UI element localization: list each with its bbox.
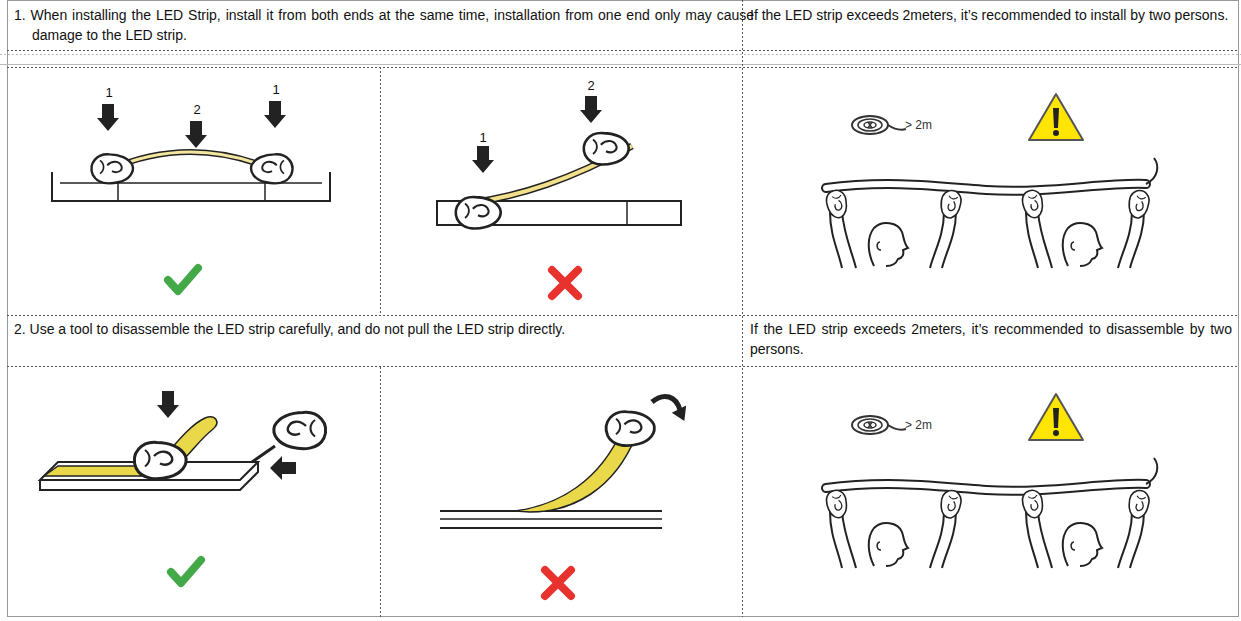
install-correct-illustration	[52, 101, 330, 291]
instruction-note: If the LED strip exceeds 2meters, it’s r…	[750, 319, 1232, 359]
callout-number: 1	[105, 86, 112, 100]
callout-number: 2	[587, 79, 594, 93]
install-wrong-illustration	[437, 96, 681, 296]
length-label: > 2m	[905, 118, 932, 132]
instruction-text: 2. Use a tool to disassemble the LED str…	[14, 319, 754, 339]
instruction-note: If the LED strip exceeds 2meters, it’s r…	[750, 5, 1232, 25]
instruction-text: 1. When installing the LED Strip, instal…	[14, 5, 754, 45]
callout-number: 1	[479, 131, 486, 145]
callout-number: 2	[193, 103, 200, 117]
remove-wrong-illustration	[440, 396, 691, 596]
two-person-install-illustration	[825, 94, 1157, 268]
callout-number: 1	[272, 83, 279, 97]
remove-correct-illustration	[40, 391, 326, 583]
two-person-remove-illustration	[825, 394, 1157, 568]
length-label: > 2m	[905, 418, 932, 432]
